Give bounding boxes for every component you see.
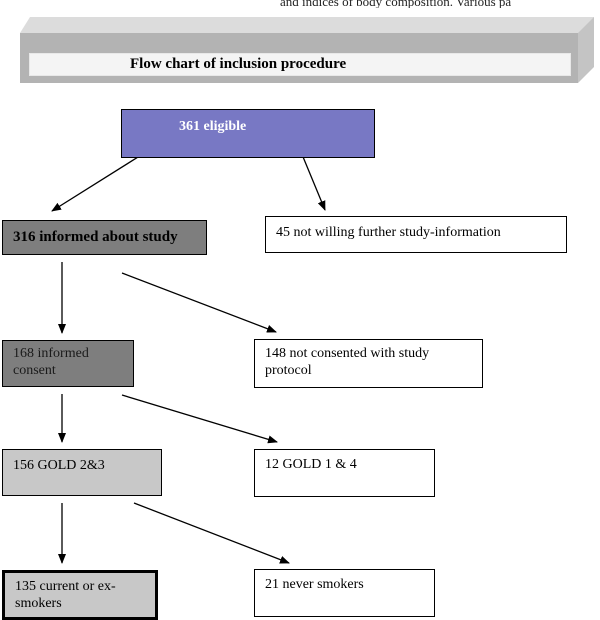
- gold14-box: 12 GOLD 1 & 4: [254, 449, 435, 497]
- arrow-informed-to-not-consented: [121, 272, 277, 333]
- eligible-box: 361 eligible: [121, 109, 375, 158]
- arrow-consent-to-gold14: [121, 394, 278, 444]
- banner-top-face: [20, 17, 594, 33]
- consent-box: 168 informed consent: [2, 340, 134, 387]
- arrow-gold23-to-never: [133, 502, 290, 564]
- not-willing-box: 45 not willing further study-information: [265, 216, 567, 253]
- page-top-text: and indices of body composition. Various…: [280, 0, 512, 8]
- gold23-box: 156 GOLD 2&3: [2, 449, 162, 496]
- banner-side-face: [578, 17, 594, 83]
- smokers-box: 135 current or ex-smokers: [2, 570, 158, 620]
- diagram-title: Flow chart of inclusion procedure: [29, 53, 571, 76]
- never-smokers-box: 21 never smokers: [254, 569, 435, 617]
- arrow-eligible-to-informed: [51, 151, 147, 212]
- informed-box: 316 informed about study: [2, 220, 207, 255]
- arrow-eligible-to-not-willing: [300, 151, 326, 211]
- not-consented-box: 148 not consented with study protocol: [254, 339, 483, 388]
